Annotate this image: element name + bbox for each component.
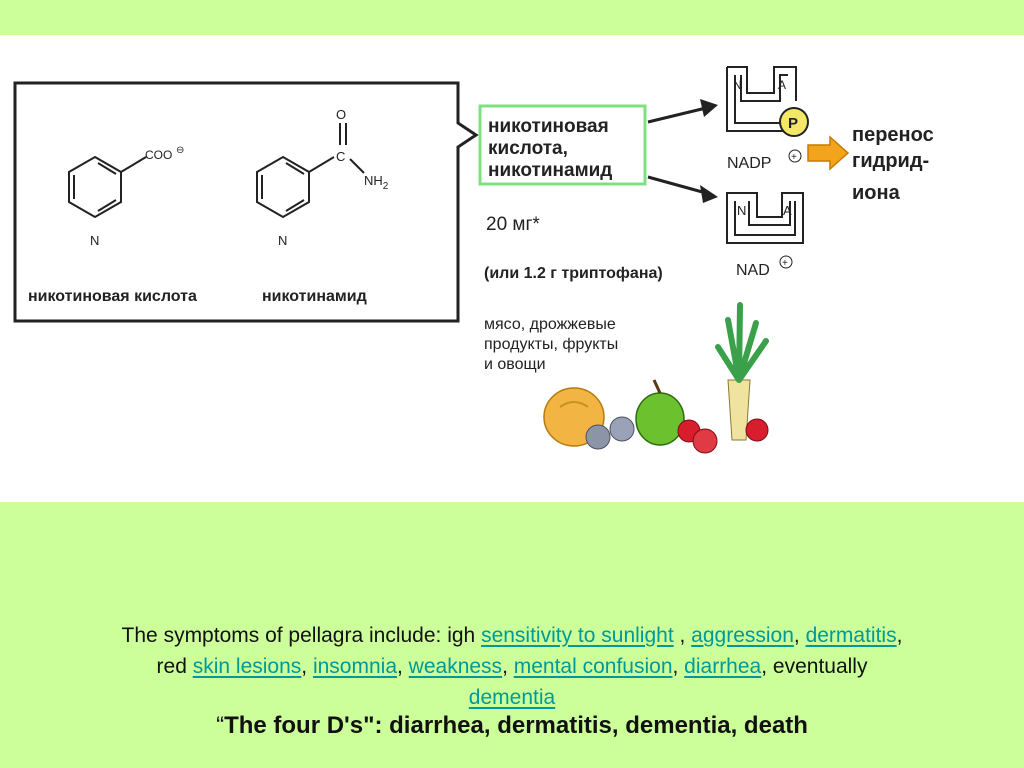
nicotinic-acid-ring-n: N [90, 233, 99, 248]
nadp-plus: + [791, 152, 797, 163]
fruits-vegetables-illustration [543, 302, 769, 454]
root-vegetable-icon [727, 379, 751, 441]
four-ds-text: The four D's": diarrhea, dermatitis, dem… [224, 712, 808, 739]
caption-separator: , [397, 655, 409, 678]
nadp-plus-circle [788, 149, 802, 163]
grape-icon [609, 416, 635, 442]
nad-box-a: A [783, 203, 792, 218]
nad-label: NAD [736, 262, 770, 279]
molecule-frame [13, 81, 479, 323]
grape-icon [585, 424, 611, 450]
nicotinic-acid-label: никотиновая кислота [28, 288, 197, 305]
nad-plus-circle [779, 255, 793, 269]
niacin-diagram: N COO ⊖ никотиновая кислота N O C NH2 ни… [13, 66, 934, 454]
food-sources-line-1: мясо, дрожжевые [484, 316, 616, 333]
caption-separator: , eventually [761, 655, 868, 678]
nad-box-n: N [737, 203, 746, 218]
caption-separator: , red [156, 624, 903, 678]
nadp-label: NADP [727, 155, 771, 172]
transfer-line-2: гидрид- [852, 150, 929, 172]
caption-separator: , [502, 655, 514, 678]
callout-line-2: кислота, [488, 138, 568, 159]
nicotinamide-structure [256, 123, 365, 219]
callout-line-3: никотинамид [488, 160, 612, 181]
four-ds-heading: “The four D's": diarrhea, dermatitis, de… [0, 712, 1024, 740]
hydride-transfer-arrow [807, 135, 850, 171]
phosphate-circle [779, 107, 809, 137]
caption-separator: , [672, 655, 685, 678]
link-dermatitis[interactable]: dermatitis [805, 624, 897, 647]
transfer-line-3: иона [852, 182, 901, 204]
leaves-icon [715, 302, 769, 383]
arrow-to-nad [647, 175, 718, 203]
nadp-box-n: N [733, 78, 742, 92]
daily-dose: 20 мг* [486, 214, 540, 235]
apple-icon [635, 392, 685, 446]
phosphate-label: P [788, 115, 798, 132]
caption-separator: , [301, 655, 313, 678]
caption-separator: , [673, 624, 692, 647]
nad-structure [726, 192, 804, 244]
link-sensitivity-to-sunlight[interactable]: sensitivity to sunlight [481, 624, 674, 647]
link-diarrhea[interactable]: diarrhea [684, 655, 762, 678]
diagram-image: N COO ⊖ никотиновая кислота N O C NH2 ни… [0, 35, 1024, 502]
nicotinic-acid-structure [68, 155, 147, 219]
link-dementia[interactable]: dementia [468, 686, 556, 709]
link-mental-confusion[interactable]: mental confusion [513, 655, 673, 678]
link-insomnia[interactable]: insomnia [312, 655, 397, 678]
amide-oxygen: O [336, 107, 346, 122]
amide-nh2: NH2 [364, 173, 389, 192]
link-weakness[interactable]: weakness [408, 655, 503, 678]
nadp-structure [726, 66, 800, 132]
carboxylate-group: COO [145, 148, 172, 162]
carboxylate-charge: ⊖ [176, 145, 184, 156]
nicotinamide-ring-n: N [278, 233, 287, 248]
nad-plus: + [782, 258, 788, 269]
nadp-box-a: A [778, 78, 786, 92]
callout-line-1: никотиновая [488, 116, 609, 137]
tryptophan-equivalent: (или 1.2 г триптофана) [484, 265, 663, 282]
tomato-icon [692, 428, 718, 454]
arrow-to-nadp [647, 99, 718, 124]
food-sources-line-3: и овощи [484, 356, 546, 373]
pellagra-symptoms-caption: The symptoms of pellagra include: igh se… [0, 620, 1024, 713]
link-aggression[interactable]: aggression [691, 624, 794, 647]
food-sources-line-2: продукты, фрукты [484, 336, 618, 353]
caption-separator: , [793, 624, 806, 647]
nicotinamide-label: никотинамид [262, 288, 367, 305]
open-quote: “ [216, 712, 225, 739]
link-skin-lesions[interactable]: skin lesions [192, 655, 302, 678]
transfer-line-1: перенос [852, 124, 934, 146]
amide-carbon: C [336, 149, 345, 164]
caption-intro: The symptoms of pellagra include: igh [121, 624, 482, 647]
tomato-icon [745, 418, 769, 442]
vitamin-callout-box [478, 104, 647, 186]
